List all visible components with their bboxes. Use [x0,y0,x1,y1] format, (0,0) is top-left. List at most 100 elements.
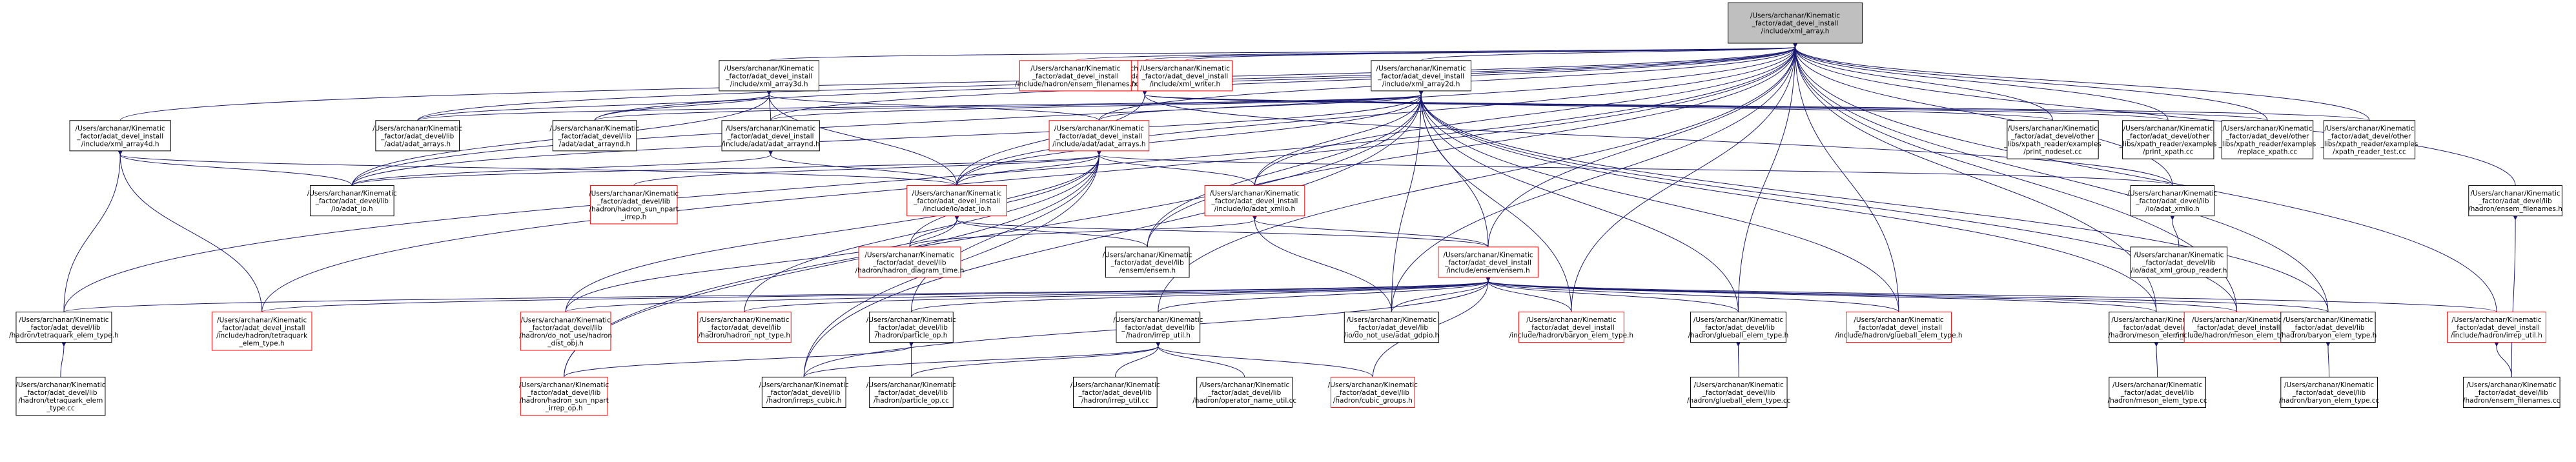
node-label-line: _factor/adat_devel/lib [1701,324,1775,332]
nodes: /Users/archanar/Kinematic_factor/adat_de… [9,2,2562,416]
node-box [1073,376,1158,408]
node-box [1204,185,1305,217]
node-label-line: /hadron/meson_elem_type.h [2108,332,2204,339]
node-label-line: /io/do_not_use/adat_gdpio.h [1344,332,1439,339]
node-operator_name_util[interactable]: /Users/archanar/Kinematic_factor/adat_de… [1192,376,1296,408]
node-box [761,376,846,408]
node-lib_baryon_elem[interactable]: /Users/archanar/Kinematic_factor/adat_de… [2280,312,2377,343]
node-box [2462,376,2561,408]
node-box [15,376,106,416]
node-inc_adat_arraynd[interactable]: /Users/archanar/Kinematic_factor/adat_de… [721,120,820,152]
node-label-line: /Users/archanar/Kinematic [866,316,956,324]
edge-inc_ensem-to-inc_irrep_util [1486,277,2497,313]
node-glueball_cc[interactable]: /Users/archanar/Kinematic_factor/adat_de… [1687,376,1791,408]
node-label-line: /include/xml_array.h [1761,28,1830,35]
node-inc_meson_elem[interactable]: /Users/archanar/Kinematic_factor/adat_de… [2175,312,2298,343]
edge-xml_array2d-to-lib_baryon_elem [1418,90,2329,312]
node-label-line: /Users/archanar/Kinematic [1054,125,1144,132]
node-label-line: /hadron/ensem_filenames.cc [2463,397,2561,405]
node-box [552,120,637,152]
node-lib_adat_arraynd[interactable]: /Users/archanar/Kinematic_factor/adat_de… [549,120,640,152]
edge-xml_array-to-inc_baryon_elem [1571,43,1798,312]
node-inc_baryon_elem[interactable]: /Users/archanar/Kinematic_factor/adat_de… [1509,312,1633,343]
node-inc_adat_io[interactable]: /Users/archanar/Kinematic_factor/adat_de… [906,185,1007,217]
node-box [1196,376,1293,408]
node-label-line: /Users/archanar/Kinematic [1113,316,1203,324]
node-particle_op_cc[interactable]: /Users/archanar/Kinematic_factor/adat_de… [866,376,956,408]
node-irrep_util_cc[interactable]: /Users/archanar/Kinematic_factor/adat_de… [1070,376,1160,408]
node-label-line: _factor/adat_devel/lib [1207,389,1282,397]
node-sun_npart_irrep[interactable]: /Users/archanar/Kinematic_factor/adat_de… [589,185,679,225]
node-replace_xpath[interactable]: /Users/archanar/Kinematic_factor/adat_de… [2218,120,2316,159]
node-label-line: _factor/adat_devel_install [218,324,305,332]
node-inc_tetraquark[interactable]: /Users/archanar/Kinematic_factor/adat_de… [211,312,312,351]
node-inc_adat_arrays[interactable]: /Users/archanar/Kinematic_factor/adat_de… [1048,120,1150,152]
node-label-line: /hadron/hadron_sun_npart [519,397,608,405]
node-label-line: /Users/archanar/Kinematic [2127,190,2217,197]
node-lib_adat_xmlio[interactable]: /Users/archanar/Kinematic_factor/adat_de… [2127,185,2218,217]
node-inc_ensem_filenames[interactable]: /Users/archanar/Kinematic_factor/adat_de… [1015,60,1136,92]
edge-xml_array2d-to-inc_adat_xmlio [1254,90,1424,186]
node-xml_array4d[interactable]: /Users/archanar/Kinematic_factor/adat_de… [69,120,171,152]
node-box [1690,376,1788,408]
node-print_xpath[interactable]: /Users/archanar/Kinematic_factor/adat_de… [2119,120,2217,159]
node-label-line: /Users/archanar/Kinematic [1693,316,1783,324]
node-sun_npart_irrep_op[interactable]: /Users/archanar/Kinematic_factor/adat_de… [519,376,609,416]
node-adat_gdpio[interactable]: /Users/archanar/Kinematic_factor/adat_de… [1344,312,1439,343]
node-do_not_use[interactable]: /Users/archanar/Kinematic_factor/adat_de… [519,312,612,351]
node-label-line: _factor/adat_devel_install [1055,132,1142,140]
edge-inc_adat_arrays-to-inc_adat_xmlio [1096,150,1255,186]
node-label-line: /hadron/tetraquark_elem_type.h [9,332,119,339]
node-baryon_cc[interactable]: /Users/archanar/Kinematic_factor/adat_de… [2279,376,2380,408]
node-label-line: _factor/adat_devel/other [2010,132,2094,140]
edge-inc_ensem-to-particle_op_h [910,277,1491,313]
node-inc_adat_xmlio[interactable]: /Users/archanar/Kinematic_factor/adat_de… [1204,185,1305,217]
edge-xml_array4d-to-lib_tetraquark [63,150,123,312]
edge-lib_meson_elem-to-meson_cc [2154,342,2159,377]
node-irrep_util_h[interactable]: /Users/archanar/Kinematic_factor/adat_de… [1113,312,1203,343]
node-label-line: _factor/adat_devel/lib [2119,324,2193,332]
node-label-line: /include/xml_writer.h [1150,80,1220,88]
node-label-line: /hadron/hadron_sun_npart [589,205,679,213]
node-tetraquark_cc[interactable]: /Users/archanar/Kinematic_factor/adat_de… [15,376,106,416]
node-lib_adat_io[interactable]: /Users/archanar/Kinematic_factor/adat_de… [307,185,397,217]
edge-xml_array2d-to-inc_glueball_elem [1418,90,1899,312]
node-irreps_cubic[interactable]: /Users/archanar/Kinematic_factor/adat_de… [759,376,849,408]
node-particle_op_h[interactable]: /Users/archanar/Kinematic_factor/adat_de… [866,312,956,343]
node-cubic_groups[interactable]: /Users/archanar/Kinematic_factor/adat_de… [1328,376,1418,408]
node-label-line: _factor/adat_devel/lib [2478,197,2552,205]
node-label-line: _factor/adat_devel/lib [527,389,601,397]
node-xml_group_reader[interactable]: /Users/archanar/Kinematic_factor/adat_de… [2130,246,2228,278]
node-ensem_filenames_cc[interactable]: /Users/archanar/Kinematic_factor/adat_de… [2462,376,2561,408]
node-box [211,312,312,351]
node-ensem_ensem[interactable]: /Users/archanar/Kinematic_factor/adat_de… [1103,246,1192,278]
node-inc_ensem[interactable]: /Users/archanar/Kinematic_factor/adat_de… [1438,246,1538,278]
node-lib_adat_arrays[interactable]: /Users/archanar/Kinematic_factor/adat_de… [373,120,463,152]
node-hadron_npt_type[interactable]: /Users/archanar/Kinematic_factor/adat_de… [697,312,792,343]
node-inc_glueball_elem[interactable]: /Users/archanar/Kinematic_factor/adat_de… [1835,312,1963,343]
node-label-line: _factor/adat_devel/lib [2475,389,2549,397]
node-lib_tetraquark[interactable]: /Users/archanar/Kinematic_factor/adat_de… [9,312,119,343]
node-print_nodeset[interactable]: /Users/archanar/Kinematic_factor/adat_de… [2003,120,2101,159]
node-meson_cc[interactable]: /Users/archanar/Kinematic_factor/adat_de… [2108,376,2207,408]
edge-irrep_util_h-to-irreps_cubic [803,342,1161,377]
node-inc_irrep_util[interactable]: /Users/archanar/Kinematic_factor/adat_de… [2447,312,2546,343]
node-xml_array2d[interactable]: /Users/archanar/Kinematic_factor/adat_de… [1371,60,1471,92]
node-xpath_reader_test[interactable]: /Users/archanar/Kinematic_factor/adat_de… [2320,120,2418,159]
node-label-line: /include/adat/adat_arrays.h [1052,140,1145,148]
node-label-line: _factor/adat_devel/lib [23,389,97,397]
node-label-line: _factor/adat_devel_install [1211,197,1298,205]
node-box [1048,120,1150,152]
node-lib_ensem_filenames[interactable]: /Users/archanar/Kinematic_factor/adat_de… [2468,185,2562,217]
node-box [2280,312,2376,343]
node-lib_glueball_elem[interactable]: /Users/archanar/Kinematic_factor/adat_de… [1688,312,1789,343]
node-hadron_diagram_time[interactable]: /Users/archanar/Kinematic_factor/adat_de… [855,246,965,278]
node-label-line: /print_xpath.cc [2143,148,2194,156]
edge-xml_array-to-lib_meson_elem [1793,43,2157,312]
node-box [1438,246,1538,278]
node-label-line: _factor/adat_devel/lib [1336,389,1410,397]
node-label-line: /hadron/irrep_util.cc [1081,397,1149,405]
edge-xml_array-to-inc_adat_xmlio [1254,43,1798,186]
node-xml_array3d[interactable]: /Users/archanar/Kinematic_factor/adat_de… [719,60,819,92]
node-xml_writer[interactable]: /Users/archanar/Kinematic_factor/adat_de… [1137,60,1233,92]
